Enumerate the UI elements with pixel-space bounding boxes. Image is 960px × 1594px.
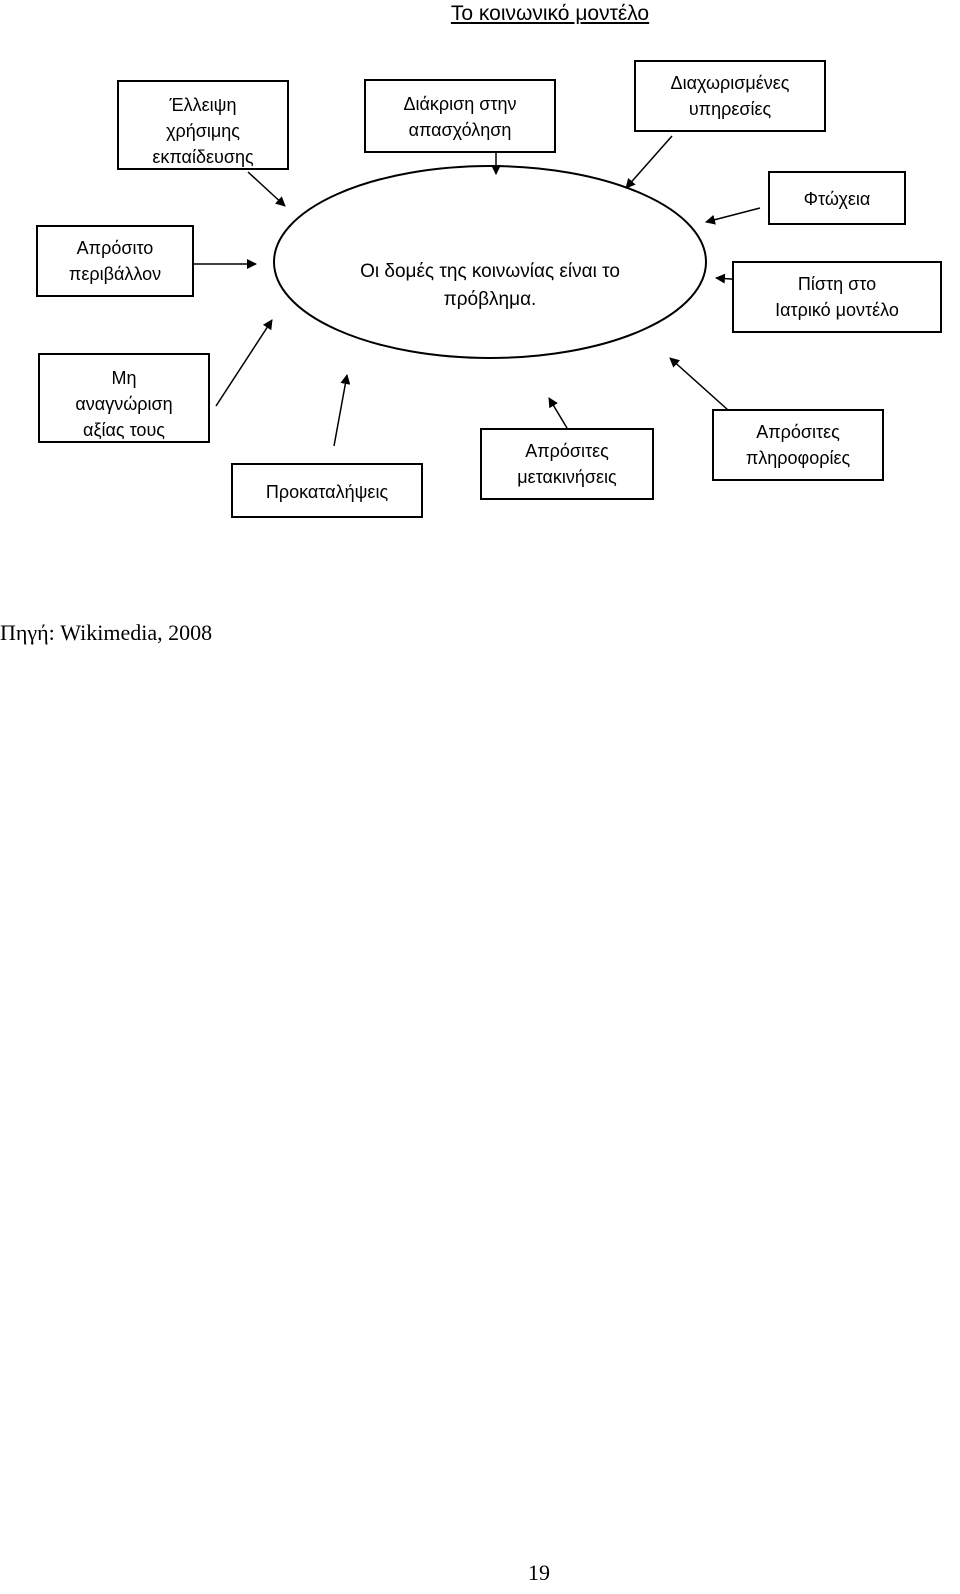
arrow-from-poverty [705,207,761,225]
central-ellipse [273,165,707,359]
arrow-from-non-recognition [215,319,273,407]
diagram-arrows [194,135,761,447]
box-prejudices: Προκαταλήψεις [231,463,423,518]
source-caption: Πηγή: Wikimedia, 2008 [0,620,213,645]
arrow-from-inaccessible-information [669,357,729,411]
box-medical-model-belief: Πίστη στο Ιατρικό μοντέλο [732,261,942,333]
page-number: 19 [528,1560,550,1585]
box-non-recognition: Μη αναγνώριση αξίας τους [38,353,210,443]
arrow-from-inaccessible-transport [548,397,568,429]
box-inaccessible-transport: Απρόσιτες μετακινήσεις [480,428,654,500]
box-segregated-services: Διαχωρισμένες υπηρεσίες [634,60,826,132]
central-statement-line-2: είναι το πρόβλημα. [443,261,620,310]
arrow-from-lack-education [247,171,286,207]
box-inaccessible-environment: Απρόσιτο περιβάλλον [36,225,194,297]
box-lack-of-education: Έλλειψη χρήσιμης εκπαίδευσης [117,80,289,170]
box-poverty: Φτώχεια [768,171,906,225]
box-employment-discrimination: Διάκριση στην απασχόληση [364,79,556,153]
central-statement-line-1: Οι δομές της κοινωνίας [360,261,555,282]
diagram-title: Το κοινωνικό μοντέλο [450,2,650,25]
central-statement: Οι δομές της κοινωνίας είναι το πρόβλημα… [330,258,650,314]
box-inaccessible-information: Απρόσιτες πληροφορίες [712,409,884,481]
arrow-from-prejudices [333,374,351,447]
arrow-from-segregated-services [625,135,673,189]
